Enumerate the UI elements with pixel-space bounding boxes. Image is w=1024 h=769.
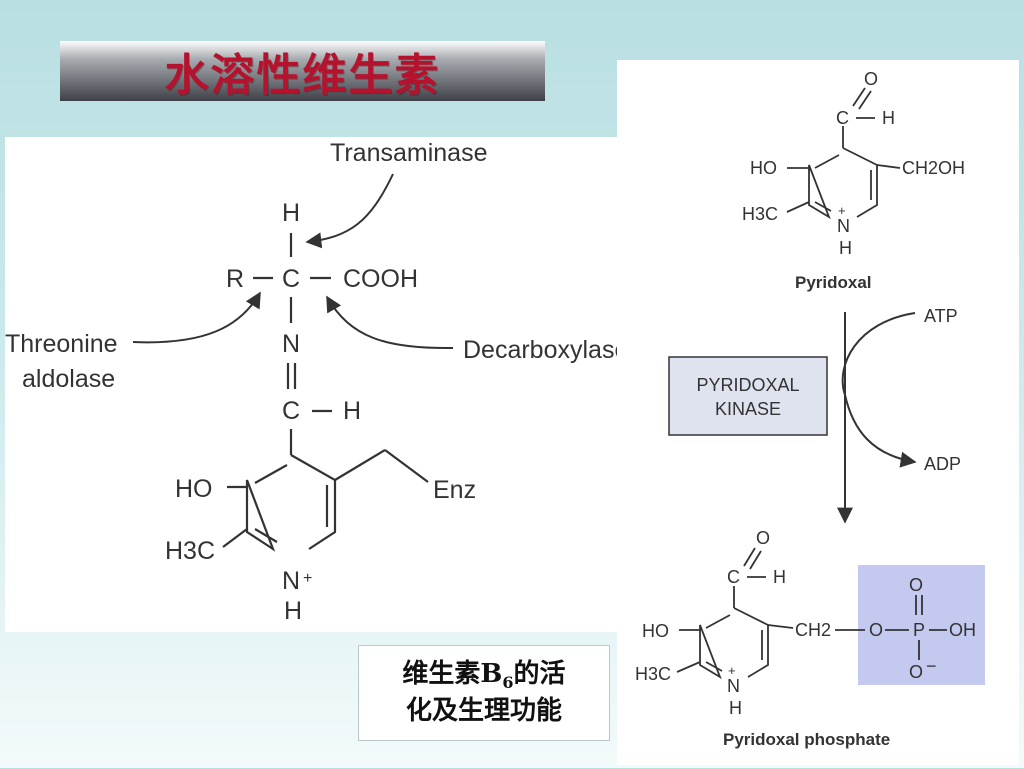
pyridoxal-n: N	[837, 216, 850, 236]
pyridoxal-label: Pyridoxal	[795, 273, 872, 292]
atp-label: ATP	[924, 306, 958, 326]
plp-ester-o: O	[869, 620, 883, 640]
atom-ho: HO	[175, 475, 213, 503]
pyridoxal-phosphorylation-panel: O C H HO CH2OH H3C N + H Pyridoxal	[617, 60, 1019, 765]
plp-ch2: CH2	[795, 620, 831, 640]
pyridoxal-o: O	[864, 69, 878, 89]
pyridoxal-h3c: H3C	[742, 204, 778, 224]
plp-bonds	[676, 547, 947, 680]
caption-line1-pre: 维生素B	[402, 659, 503, 690]
plp-c: C	[727, 567, 740, 587]
atom-enz: Enz	[433, 476, 476, 504]
atom-n-imine: N	[282, 330, 300, 358]
plp-oh: OH	[949, 620, 976, 640]
caption-box: 维生素B6的活 化及生理功能	[358, 645, 610, 741]
kinase-box	[668, 356, 828, 436]
left-bonds	[222, 233, 429, 552]
atom-n-ring-charge: +	[303, 570, 312, 587]
plp-p: P	[913, 620, 925, 640]
pyridoxal-kinase-diagram: O C H HO CH2OH H3C N + H Pyridoxal	[635, 69, 985, 749]
kinase-label-line2: KINASE	[715, 399, 781, 419]
plp-minus: −	[926, 656, 937, 676]
enzyme-transaminase: Transaminase	[330, 139, 487, 167]
plp-n-charge: +	[728, 663, 736, 678]
plp-o: O	[756, 528, 770, 548]
caption-line1-post: 的活	[513, 659, 566, 690]
atom-h-top: H	[282, 199, 300, 227]
enzyme-threonine-line2: aldolase	[22, 365, 115, 393]
atom-h3c: H3C	[165, 537, 215, 565]
atom-n-ring: N	[282, 567, 300, 595]
pyridoxal-ch2oh: CH2OH	[902, 158, 965, 178]
plp-h: H	[773, 567, 786, 587]
atom-h-imine: H	[343, 397, 361, 425]
plp-h3c: H3C	[635, 664, 671, 684]
plp-n-h: H	[729, 698, 742, 718]
slide-title: 水溶性维生素	[164, 50, 441, 101]
schiff-base-diagram: Transaminase Threonine aldolase Decarbox…	[5, 139, 628, 625]
caption-line1: 维生素B6的活	[402, 657, 565, 694]
pyridoxal-bonds	[786, 87, 901, 220]
left-enzyme-arrows	[132, 173, 454, 350]
caption-line2: 化及生理功能	[405, 695, 562, 726]
atom-h-ring: H	[284, 597, 302, 625]
enzyme-threonine-line1: Threonine	[5, 330, 118, 358]
pyridoxal-c: C	[836, 108, 849, 128]
adp-label: ADP	[924, 454, 961, 474]
pyridoxal-ho: HO	[750, 158, 777, 178]
plp-n: N	[727, 676, 740, 696]
pyridoxal-h: H	[882, 108, 895, 128]
atom-cooh: COOH	[343, 265, 418, 293]
title-bar: 水溶性维生素	[60, 41, 545, 101]
plp-p-bottom-o: O	[909, 662, 923, 682]
phosphate-highlight	[858, 565, 985, 685]
kinase-arrows	[837, 312, 917, 524]
caption-line1-subscript: 6	[502, 673, 514, 693]
enzyme-decarboxylase: Decarboxylase	[463, 336, 628, 364]
pyridoxal-n-h: H	[839, 238, 852, 258]
plp-label: Pyridoxal phosphate	[723, 730, 890, 749]
schiff-base-panel: Transaminase Threonine aldolase Decarbox…	[5, 137, 643, 632]
plp-p-top-o: O	[909, 575, 923, 595]
atom-r: R	[226, 265, 244, 293]
pyridoxal-n-charge: +	[838, 203, 846, 218]
atom-c-alpha: C	[282, 265, 300, 293]
kinase-label-line1: PYRIDOXAL	[696, 375, 799, 395]
plp-ho: HO	[642, 621, 669, 641]
atom-c-imine: C	[282, 397, 300, 425]
